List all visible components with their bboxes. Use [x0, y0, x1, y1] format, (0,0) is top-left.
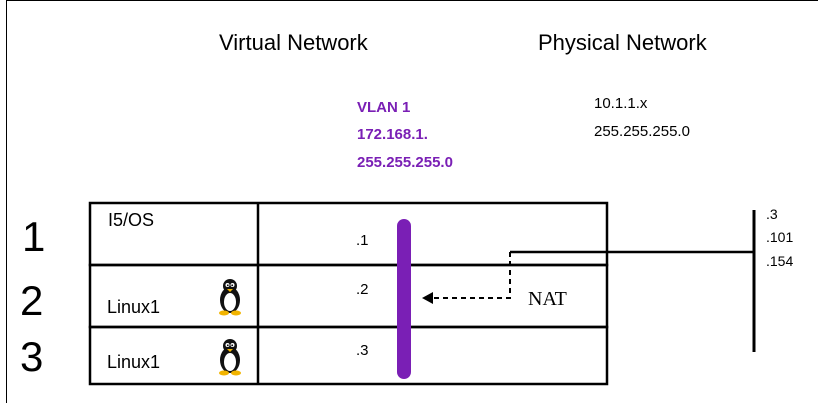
partition-ip-2: .2 — [356, 281, 369, 298]
external-ip-2: .101 — [766, 229, 794, 245]
partition-ip-1: .1 — [356, 232, 369, 249]
partition-name-3: Linux1 — [107, 352, 161, 372]
tux-penguin-icon — [219, 279, 241, 316]
vlan-mask: 255.255.255.0 — [357, 154, 453, 171]
external-ip-1: .3 — [766, 206, 778, 222]
vlan-name: VLAN 1 — [357, 99, 411, 116]
physical-network-header: Physical Network — [538, 30, 707, 55]
nat-dashed-path — [430, 252, 511, 299]
partition-name-2: Linux1 — [107, 297, 161, 317]
partition-ip-3: .3 — [356, 342, 369, 359]
partition-number-1: 1 — [22, 213, 46, 260]
tux-penguin-icon — [219, 339, 241, 376]
nat-label: NAT — [528, 288, 567, 310]
partition-number-3: 3 — [20, 333, 44, 380]
partition-row-1 — [88, 201, 609, 267]
external-ip-3: .154 — [766, 253, 794, 269]
diagram-frame — [6, 0, 818, 403]
partition-number-2: 2 — [20, 277, 44, 324]
physical-network-mask: 255.255.255.0 — [594, 123, 690, 140]
vlan-network: 172.168.1. — [357, 126, 428, 143]
nat-arrow-icon — [422, 292, 433, 304]
physical-network-address: 10.1.1.x — [594, 95, 648, 112]
virtual-network-header: Virtual Network — [219, 30, 368, 55]
partition-name-1: I5/OS — [108, 210, 155, 230]
partition-row-3 — [88, 325, 609, 386]
